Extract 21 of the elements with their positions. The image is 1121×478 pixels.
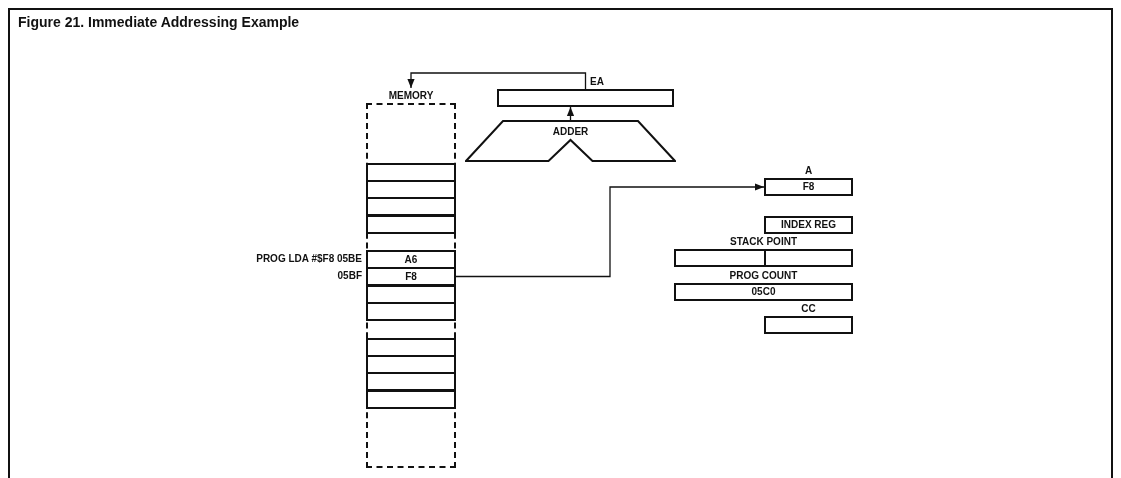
register-value: 05C0 [751,286,776,298]
register-label: STACK POINT [728,236,798,249]
cell-value: F8 [405,270,417,283]
adder-label: ADDER [551,126,590,138]
register-value: F8 [802,181,815,193]
memory-cell [366,390,456,409]
register-value: INDEX REG [781,219,836,231]
memory-cell [366,215,456,234]
figure-title: Figure 21. Immediate Addressing Example [18,14,300,30]
register-label: A [803,165,814,178]
address-label: 05BF [337,270,362,282]
address-label: PROG LDA #$F8 05BE [256,253,362,265]
register-label: EA [589,76,605,89]
arrow [455,183,765,278]
cell-value: A6 [404,253,418,266]
memory-label: MEMORY [387,90,435,102]
arrow [407,72,587,90]
arrow [566,106,575,121]
register-label: PROG COUNT [728,270,799,283]
register-label: CC [800,303,817,316]
adder-shape [465,120,676,162]
